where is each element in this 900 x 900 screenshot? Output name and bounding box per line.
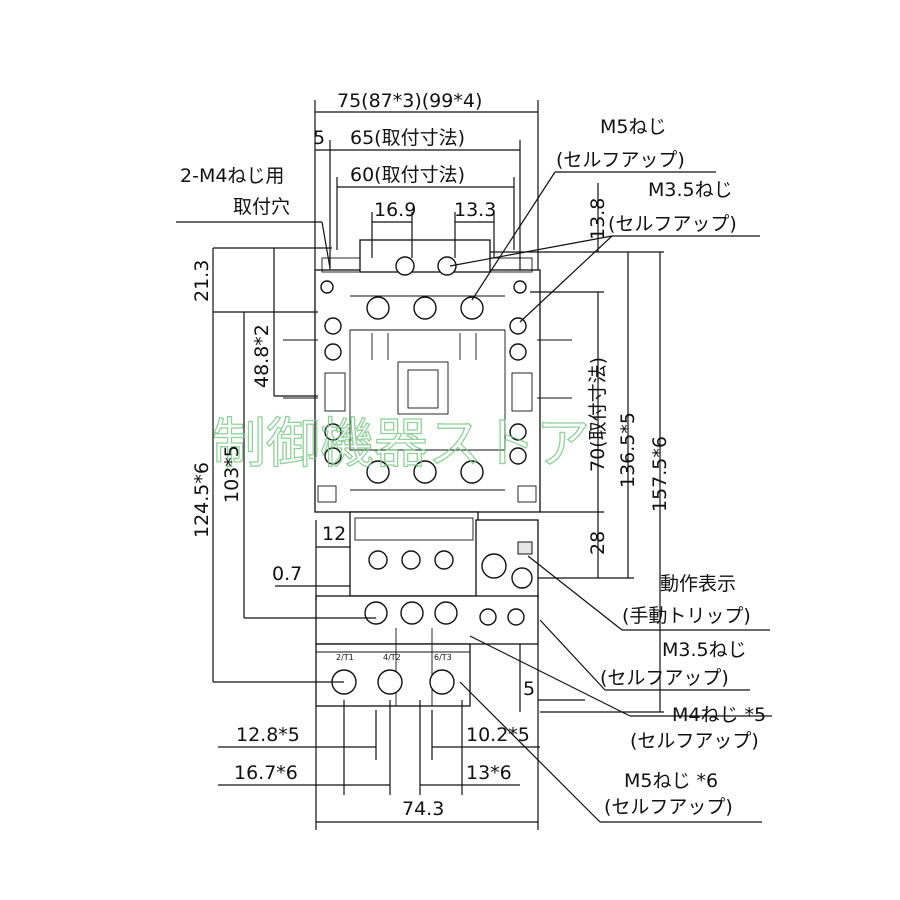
- dim-10-2: 10.2*5: [466, 724, 530, 746]
- dim-mount-60: 60(取付寸法): [350, 164, 465, 186]
- callout-m4-hole-line2: 取付穴: [233, 196, 290, 218]
- callout-m5-top-line2: (セルフアップ): [556, 149, 685, 171]
- callout-leaders: [449, 171, 772, 823]
- dim-103: 103*5: [221, 445, 243, 503]
- dim-13-6: 13*6: [466, 762, 512, 784]
- watermark-text: 制御機器ストア: [212, 412, 590, 475]
- dim-overall-width: 75(87*3)(99*4): [337, 90, 482, 112]
- dim-16-7: 16.7*6: [234, 762, 298, 784]
- terminal-screws: [320, 256, 533, 695]
- dim-21-3: 21.3: [191, 260, 213, 302]
- dim-13-3: 13.3: [454, 199, 496, 221]
- dim-5-top: 5: [313, 127, 325, 149]
- callout-indicator-line2: (手動トリップ): [622, 605, 751, 627]
- callout-m35-top-line1: M3.5ねじ: [648, 179, 733, 201]
- callout-m35-bottom-line1: M3.5ねじ: [662, 639, 747, 661]
- dim-74-3: 74.3: [402, 798, 444, 820]
- dim-mount-65: 65(取付寸法): [350, 127, 465, 149]
- callout-indicator-line1: 動作表示: [660, 573, 736, 595]
- dimension-lines: [176, 100, 664, 830]
- dim-70-mount: 70(取付寸法): [587, 357, 609, 472]
- dim-0-7: 0.7: [272, 563, 302, 585]
- terminal-mark-1: 2/T1: [336, 653, 354, 662]
- callout-m5-top-line1: M5ねじ: [600, 116, 666, 138]
- callout-m4-line2: (セルフアップ): [630, 730, 759, 752]
- dim-157-5: 157.5*6: [649, 436, 671, 512]
- callout-m4-line1: M4ねじ *5: [672, 704, 766, 726]
- callout-m35-top-line2: (セルフアップ): [608, 213, 737, 235]
- terminal-mark-3: 6/T3: [434, 653, 452, 662]
- terminal-mark-2: 4/T2: [383, 653, 401, 662]
- callout-m5-bottom-line1: M5ねじ *6: [624, 770, 718, 792]
- terminal-markings: 2/T1 4/T2 6/T3: [336, 653, 452, 662]
- callout-m5-bottom-line2: (セルフアップ): [604, 796, 733, 818]
- callout-m35-bottom-line2: (セルフアップ): [600, 667, 729, 689]
- dim-12: 12: [322, 523, 346, 545]
- dim-28: 28: [587, 531, 609, 555]
- dim-16-9: 16.9: [374, 199, 416, 221]
- dim-13-8: 13.8: [587, 198, 609, 240]
- dim-124-5: 124.5*6: [191, 462, 213, 538]
- dim-48-8: 48.8*2: [251, 324, 273, 388]
- dim-5-right: 5: [523, 678, 535, 700]
- dim-136-5: 136.5*5: [617, 412, 639, 488]
- dim-12-8: 12.8*5: [236, 724, 300, 746]
- callout-m4-hole-line1: 2-M4ねじ用: [180, 165, 284, 187]
- thermal-relay-body: [315, 511, 539, 707]
